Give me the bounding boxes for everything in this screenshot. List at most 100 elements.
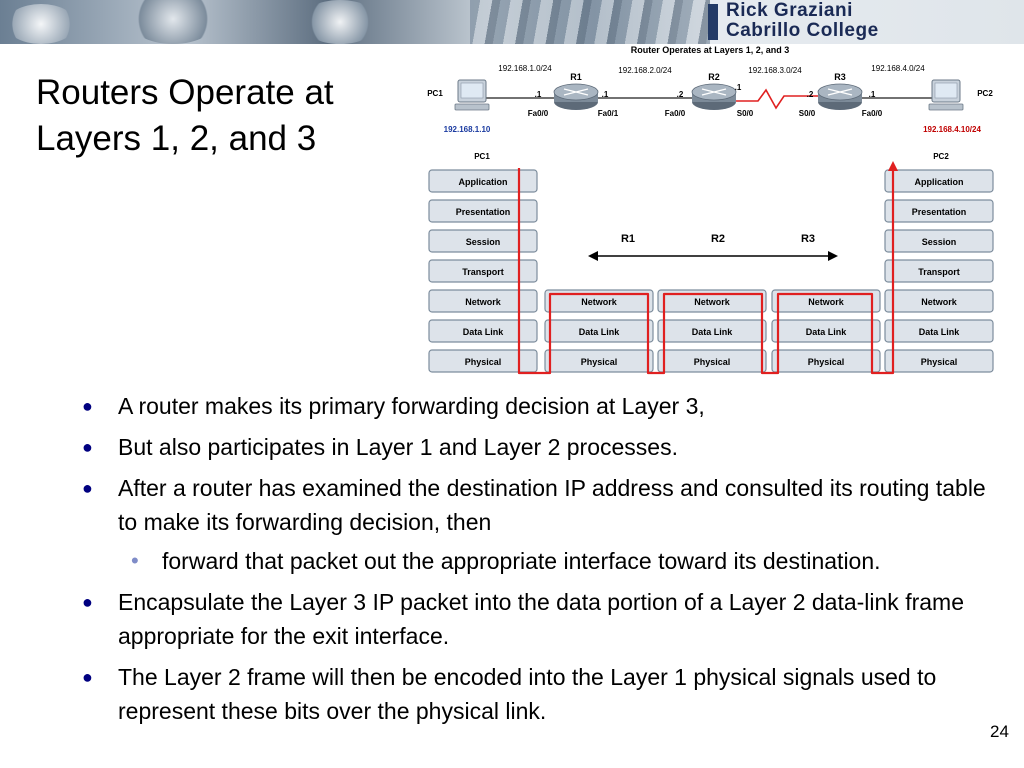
osi-layer-label: Transport — [462, 267, 504, 277]
interface-label: S0/0 — [737, 109, 754, 118]
network-label: 192.168.2.0/24 — [618, 66, 672, 75]
router-stack-label: R3 — [801, 233, 815, 245]
slide-title: Routers Operate at Layers 1, 2, and 3 — [36, 73, 334, 158]
router-stack-label: R2 — [711, 233, 725, 245]
router-layer-label: Network — [581, 297, 618, 307]
packet-path-arrow-icon — [888, 161, 898, 171]
header-banner: Rick Graziani Cabrillo College — [0, 0, 1024, 44]
osi-layer-label: Physical — [921, 357, 958, 367]
router-stack-label: R1 — [621, 233, 635, 245]
interface-label: Fa0/0 — [862, 109, 883, 118]
college-name: Cabrillo College — [726, 20, 879, 41]
router-layer-label: Data Link — [806, 327, 848, 337]
osi-layer-label: Data Link — [463, 327, 505, 337]
sub-bullet-item: forward that packet out the appropriate … — [80, 544, 1010, 578]
banner-decoration — [6, 4, 76, 44]
serial-link — [732, 88, 818, 110]
author-credit: Rick Graziani Cabrillo College — [726, 1, 879, 41]
network-label: 192.168.3.0/24 — [748, 66, 802, 75]
osi-layer-label: Application — [459, 177, 508, 187]
pc1-ip-address: 192.168.1.10 — [444, 125, 491, 134]
router-arrows-icon — [563, 88, 589, 96]
pc-keyboard-icon — [454, 103, 490, 111]
osi-layer-box — [884, 319, 994, 343]
host-id-label: .2 — [677, 90, 684, 99]
router-layer-label: Data Link — [692, 327, 734, 337]
router-label: R2 — [708, 72, 720, 82]
osi-layer-box — [428, 199, 538, 223]
banner-decoration — [128, 0, 218, 44]
osi-layer-box — [884, 349, 994, 373]
osi-layer-box — [428, 289, 538, 313]
router-arrows-icon — [701, 88, 727, 96]
host-id-label: .1 — [602, 90, 609, 99]
bullet-item: But also participates in Layer 1 and Lay… — [80, 430, 1010, 464]
router-layer-box — [771, 289, 881, 313]
interface-label: S0/0 — [799, 109, 816, 118]
pc1-label: PC1 — [427, 89, 443, 98]
interface-label: Fa0/0 — [528, 109, 549, 118]
diagram-title: Router Operates at Layers 1, 2, and 3 — [631, 45, 790, 55]
router-layer-box — [544, 289, 654, 313]
packet-path-line — [517, 168, 895, 375]
osi-layer-box — [428, 169, 538, 193]
bullet-item: The Layer 2 frame will then be encoded i… — [80, 660, 1010, 728]
bullet-item: After a router has examined the destinat… — [80, 471, 1010, 539]
network-label: 192.168.4.0/24 — [871, 64, 925, 73]
osi-layer-box — [428, 319, 538, 343]
router-layer-label: Data Link — [579, 327, 621, 337]
author-name: Rick Graziani — [726, 0, 853, 21]
osi-layer-label: Session — [922, 237, 957, 247]
osi-layer-label: Application — [915, 177, 964, 187]
bullet-item: Encapsulate the Layer 3 IP packet into t… — [80, 585, 1010, 653]
router-layer-box — [771, 349, 881, 373]
host-stack-label: PC2 — [933, 152, 949, 161]
router-layer-label: Physical — [694, 357, 731, 367]
osi-layer-label: Network — [921, 297, 958, 307]
osi-layer-label: Network — [465, 297, 502, 307]
osi-layer-label: Data Link — [919, 327, 961, 337]
router-layer-label: Physical — [808, 357, 845, 367]
osi-layer-label: Physical — [465, 357, 502, 367]
router-label: R1 — [570, 72, 582, 82]
osi-layer-box — [428, 229, 538, 253]
pc-screen-icon — [460, 82, 484, 99]
network-label: 192.168.1.0/24 — [498, 64, 552, 73]
host-id-label: .1 — [535, 90, 542, 99]
osi-layer-label: Transport — [918, 267, 960, 277]
router-layer-box — [657, 349, 767, 373]
router-layer-label: Physical — [581, 357, 618, 367]
host-id-label: .2 — [807, 90, 814, 99]
banner-decoration — [470, 0, 710, 44]
bullet-list: A router makes its primary forwarding de… — [80, 382, 1010, 728]
banner-decoration — [708, 4, 718, 40]
host-stack-label: PC1 — [474, 152, 490, 161]
pc2-label: PC2 — [977, 89, 993, 98]
pc-screen-icon — [934, 82, 958, 99]
router-layer-box — [657, 319, 767, 343]
osi-layer-label: Session — [466, 237, 501, 247]
router-layer-label: Network — [694, 297, 731, 307]
interface-label: Fa0/0 — [665, 109, 686, 118]
osi-layer-box — [884, 229, 994, 253]
osi-layer-box — [884, 199, 994, 223]
router-layer-label: Network — [808, 297, 845, 307]
bullet-item: A router makes its primary forwarding de… — [80, 389, 1010, 423]
osi-layer-label: Presentation — [456, 207, 511, 217]
pc2-ip-address: 192.168.4.10/24 — [923, 125, 981, 134]
osi-layer-box — [884, 259, 994, 283]
page-number: 24 — [990, 722, 1009, 741]
router-layer-box — [544, 349, 654, 373]
host-id-label: .1 — [735, 83, 742, 92]
router-layer-box — [657, 289, 767, 313]
banner-decoration — [300, 0, 380, 44]
router-layer-box — [544, 319, 654, 343]
osi-layer-box — [884, 289, 994, 313]
osi-layer-box — [428, 349, 538, 373]
router-arrows-icon — [827, 88, 853, 96]
pc-keyboard-icon — [928, 103, 964, 111]
host-id-label: .1 — [869, 90, 876, 99]
interface-label: Fa0/1 — [598, 109, 619, 118]
osi-layer-box — [884, 169, 994, 193]
